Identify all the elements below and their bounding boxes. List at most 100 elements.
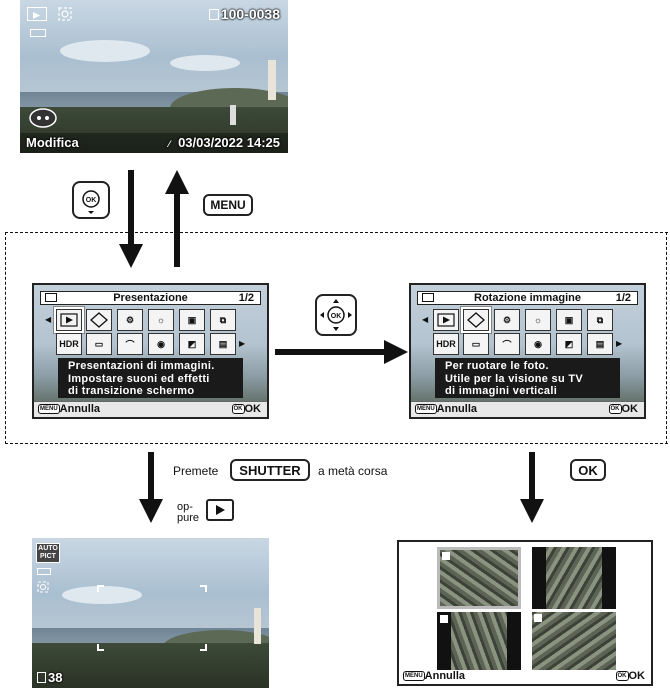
menu-page: 1/2 — [616, 292, 631, 304]
rotate-tile[interactable] — [86, 309, 112, 331]
folder-file-number: 100-0038 — [209, 6, 280, 22]
ok-key-badge: OK — [609, 404, 622, 414]
photo-cloud — [170, 55, 240, 71]
menu-key-badge: MENU — [38, 404, 60, 414]
collage-tile[interactable]: ◩ — [556, 333, 582, 355]
svg-text:OK: OK — [331, 313, 342, 320]
playback-menu-rotation: Rotazione immagine 1/2 ◀ ⚙ ☼ ▣ ⧉ HDR ▭ ⌒… — [409, 283, 646, 419]
movie-edit-tile[interactable]: ▤ — [587, 333, 613, 355]
instruction-half-press: a metà corsa — [318, 464, 387, 478]
date-time: ⁄03/03/2022 14:25 — [169, 135, 280, 150]
arrow-down-right-shaft — [529, 452, 535, 500]
rotation-option-0[interactable] — [437, 547, 521, 609]
photo-cloud — [60, 40, 150, 62]
hdr-tile[interactable]: HDR — [433, 333, 459, 355]
ok-key-badge: OK — [232, 404, 245, 414]
menu-title: Presentazione — [41, 292, 260, 304]
slideshow-tile[interactable] — [433, 309, 459, 331]
cropping-tile[interactable]: ⧉ — [587, 309, 613, 331]
collage-tile[interactable]: ◩ — [179, 333, 205, 355]
arrow-right-shaft — [275, 349, 385, 355]
description-line: Per ruotare le foto. — [445, 360, 610, 373]
instruction-premete: Premete — [173, 464, 218, 478]
menu-description: Presentazioni di immagini. Impostare suo… — [58, 358, 243, 398]
photo-tower — [268, 60, 276, 100]
resize-tile[interactable]: ▣ — [179, 309, 205, 331]
red-eye-tile[interactable]: ◉ — [148, 333, 174, 355]
description-line: Presentazioni di immagini. — [68, 360, 233, 373]
image-copy-tile[interactable]: ▭ — [463, 333, 489, 355]
shutter-button[interactable]: SHUTTER — [230, 459, 310, 481]
scroll-left-icon[interactable]: ◀ — [422, 315, 428, 324]
digital-filter-tile[interactable]: ⚙ — [117, 309, 143, 331]
ok-button[interactable]: OK — [570, 459, 606, 481]
description-line: di immagini verticali — [445, 385, 610, 398]
menu-title: Rotazione immagine — [418, 292, 637, 304]
frame-tile[interactable]: ⌒ — [494, 333, 520, 355]
arrow-down-right-head — [520, 499, 544, 523]
folder-icon — [209, 9, 219, 20]
rotate-tile[interactable] — [463, 309, 489, 331]
ok-four-way-button[interactable]: OK — [72, 181, 110, 219]
letterbox-right — [602, 547, 616, 609]
scroll-right-icon[interactable]: ▶ — [239, 339, 245, 348]
face-detect-icon — [58, 7, 72, 21]
movie-edit-tile[interactable]: ▤ — [210, 333, 236, 355]
image-copy-tile[interactable]: ▭ — [86, 333, 112, 355]
playback-mode-icon — [27, 7, 47, 21]
menu-region-left-edge — [5, 232, 6, 444]
edit-icon — [28, 107, 58, 129]
menu-page: 1/2 — [239, 292, 254, 304]
playback-button[interactable] — [206, 499, 234, 521]
menu-title-bar: Rotazione immagine 1/2 — [417, 291, 638, 305]
rotation-option-180[interactable] — [532, 612, 616, 674]
description-line: Impostare suoni ed effetti — [68, 373, 233, 386]
slideshow-tile[interactable] — [56, 309, 82, 331]
scroll-right-icon[interactable]: ▶ — [616, 339, 622, 348]
description-line: Utile per la visione su TV — [445, 373, 610, 386]
photo-tower — [254, 608, 261, 644]
resize-tile[interactable]: ▣ — [556, 309, 582, 331]
menu-description: Per ruotare le foto. Utile per la vision… — [435, 358, 620, 398]
arrow-right-head — [384, 340, 408, 364]
digital-filter-tile[interactable]: ⚙ — [494, 309, 520, 331]
description-line: di transizione schermo — [68, 385, 233, 398]
rotation-180-icon — [534, 614, 542, 622]
battery-icon — [30, 29, 46, 37]
focus-frame — [92, 582, 212, 654]
hdr-tile[interactable]: HDR — [56, 333, 82, 355]
letterbox-right — [507, 612, 521, 674]
hdr-filter-tile[interactable]: ☼ — [525, 309, 551, 331]
rotation-option-90[interactable] — [532, 547, 616, 609]
svg-text:OK: OK — [86, 197, 97, 204]
playback-menu-presentation: Presentazione 1/2 ◀ ⚙ ☼ ▣ ⧉ HDR ▭ ⌒ ◉ ◩ … — [32, 283, 269, 419]
menu-region-right-edge — [666, 232, 667, 444]
menu-key-badge: MENU — [415, 404, 437, 414]
battery-icon — [37, 568, 51, 575]
playback-screen: 100-0038 Modifica ⁄03/03/2022 14:25 — [20, 0, 288, 153]
hdr-filter-tile[interactable]: ☼ — [148, 309, 174, 331]
rotation-270-icon — [440, 615, 448, 623]
scroll-left-icon[interactable]: ◀ — [45, 315, 51, 324]
oppure-line: pure — [177, 513, 199, 524]
protect-icon: ⁄ — [169, 139, 171, 149]
cropping-tile[interactable]: ⧉ — [210, 309, 236, 331]
menu-button[interactable]: MENU — [203, 194, 253, 216]
rotation-option-270[interactable] — [437, 612, 521, 674]
arrow-down-left-head — [139, 499, 163, 523]
rotation-0-icon — [442, 552, 450, 560]
frame-tile[interactable]: ⌒ — [117, 333, 143, 355]
ok-key-badge: OK — [616, 671, 629, 681]
red-eye-tile[interactable]: ◉ — [525, 333, 551, 355]
four-way-controller[interactable]: OK — [315, 294, 357, 336]
